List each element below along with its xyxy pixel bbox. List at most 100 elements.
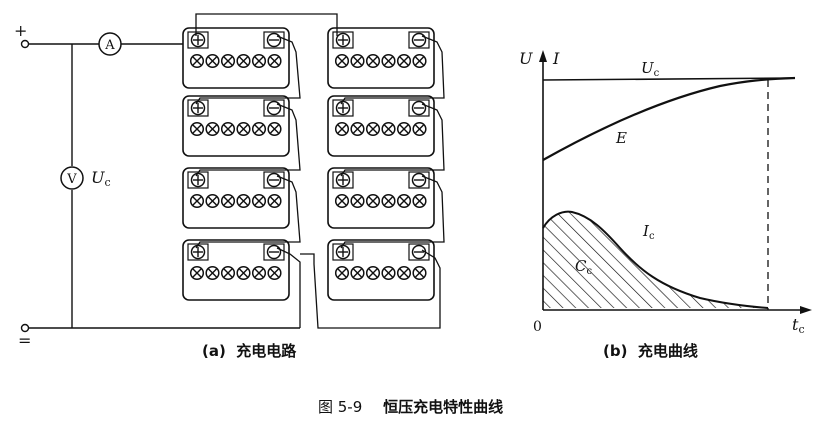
- positive-terminal: [20, 39, 30, 49]
- positive-terminal-icon: [187, 99, 209, 117]
- cell-cap-icon: [251, 53, 267, 69]
- origin-label: 0: [533, 319, 542, 335]
- cell-cap-icon: [205, 265, 220, 281]
- cell-cap-icon: [205, 53, 220, 69]
- x-axis-arrow: [800, 306, 812, 314]
- cell-cap-icon: [251, 193, 267, 209]
- negative-terminal-icon: [408, 171, 430, 189]
- negative-terminal-icon: [263, 243, 285, 261]
- cell-cap-icon: [189, 265, 205, 281]
- main-wiring: [29, 43, 300, 329]
- cell-cap-icon: [334, 265, 350, 281]
- cell-cap-icon: [236, 121, 251, 137]
- positive-terminal-icon: [332, 99, 354, 117]
- battery: [327, 27, 435, 89]
- cell-cap-icon: [334, 53, 350, 69]
- circuit-caption-label: (a): [202, 342, 226, 360]
- battery: [182, 95, 290, 157]
- cell-cap-icon: [236, 53, 251, 69]
- ic-curve: [542, 210, 769, 309]
- cell-cap-icon: [334, 193, 350, 209]
- cell-cap-icon: [267, 265, 282, 281]
- uc-curve-label: Uc: [641, 59, 660, 79]
- negative-terminal-label: =: [18, 331, 31, 350]
- axis-t-label: tc: [792, 315, 805, 336]
- cell-cap-icon: [334, 121, 350, 137]
- positive-terminal-icon: [332, 243, 354, 261]
- figure-number: 图 5-9: [318, 398, 363, 416]
- axes: [542, 56, 806, 311]
- negative-terminal-icon: [408, 99, 430, 117]
- cell-cap-icon: [220, 53, 236, 69]
- cell-cap-icon: [267, 53, 282, 69]
- cell-cap-icon: [396, 193, 412, 209]
- negative-terminal-icon: [263, 171, 285, 189]
- battery: [182, 167, 290, 229]
- e-curve: [542, 76, 796, 161]
- battery: [327, 239, 435, 301]
- uc-curve: [542, 77, 796, 81]
- cell-cap-icon: [365, 193, 381, 209]
- battery: [327, 167, 435, 229]
- cell-cap-icon: [189, 53, 205, 69]
- y-axis-arrow: [539, 50, 547, 62]
- cell-cap-icon: [365, 53, 381, 69]
- cell-cap-icon: [412, 121, 427, 137]
- cell-cap-icon: [350, 53, 365, 69]
- negative-terminal-icon: [408, 243, 430, 261]
- negative-terminal-icon: [408, 31, 430, 49]
- battery: [182, 239, 290, 301]
- positive-terminal-icon: [187, 171, 209, 189]
- circuit-caption-text: 充电电路: [236, 342, 297, 360]
- charging-circuit: + = A V Uc: [14, 13, 445, 350]
- charge-capacity-area: [543, 211, 768, 308]
- voltmeter: V: [60, 166, 84, 190]
- cell-cap-icon: [189, 121, 205, 137]
- battery: [327, 95, 435, 157]
- cell-cap-icon: [205, 121, 220, 137]
- cell-cap-icon: [365, 265, 381, 281]
- circuit-caption: (a) 充电电路: [202, 340, 296, 361]
- curves-caption-text: 充电曲线: [637, 342, 698, 360]
- cell-cap-icon: [381, 53, 396, 69]
- battery-interconnects: [195, 13, 445, 329]
- negative-terminal-icon: [263, 31, 285, 49]
- cell-cap-icon: [396, 121, 412, 137]
- cell-cap-icon: [365, 121, 381, 137]
- cell-cap-icon: [396, 53, 412, 69]
- axis-u-label: U: [519, 49, 533, 68]
- cell-cap-icon: [267, 121, 282, 137]
- figure-title: 恒压充电特性曲线: [383, 398, 504, 416]
- voltmeter-symbol: V: [66, 172, 77, 187]
- cell-cap-icon: [220, 265, 236, 281]
- cell-cap-icon: [381, 193, 396, 209]
- positive-terminal-icon: [332, 31, 354, 49]
- cell-cap-icon: [189, 193, 205, 209]
- cell-cap-icon: [350, 265, 365, 281]
- positive-terminal-icon: [332, 171, 354, 189]
- positive-terminal-icon: [187, 31, 209, 49]
- cell-cap-icon: [350, 121, 365, 137]
- cell-cap-icon: [220, 121, 236, 137]
- cell-cap-icon: [412, 265, 427, 281]
- positive-terminal-icon: [187, 243, 209, 261]
- ic-curve-label: Ic: [642, 222, 655, 242]
- cell-cap-icon: [396, 265, 412, 281]
- negative-terminal-icon: [263, 99, 285, 117]
- positive-terminal-label: +: [14, 21, 27, 40]
- voltage-label: Uc: [91, 168, 111, 189]
- axis-i-label: I: [552, 49, 560, 68]
- cell-cap-icon: [251, 121, 267, 137]
- e-curve-label: E: [615, 129, 627, 147]
- cell-cap-icon: [350, 193, 365, 209]
- cell-cap-icon: [381, 121, 396, 137]
- charging-curves: U I 0 tc Uc E Ic Cc: [519, 49, 812, 336]
- cell-cap-icon: [236, 193, 251, 209]
- cc-area-label: Cc: [575, 257, 592, 277]
- battery-array: [182, 27, 435, 301]
- ammeter: A: [98, 32, 122, 56]
- cell-cap-icon: [220, 193, 236, 209]
- cell-cap-icon: [251, 265, 267, 281]
- cell-cap-icon: [412, 193, 427, 209]
